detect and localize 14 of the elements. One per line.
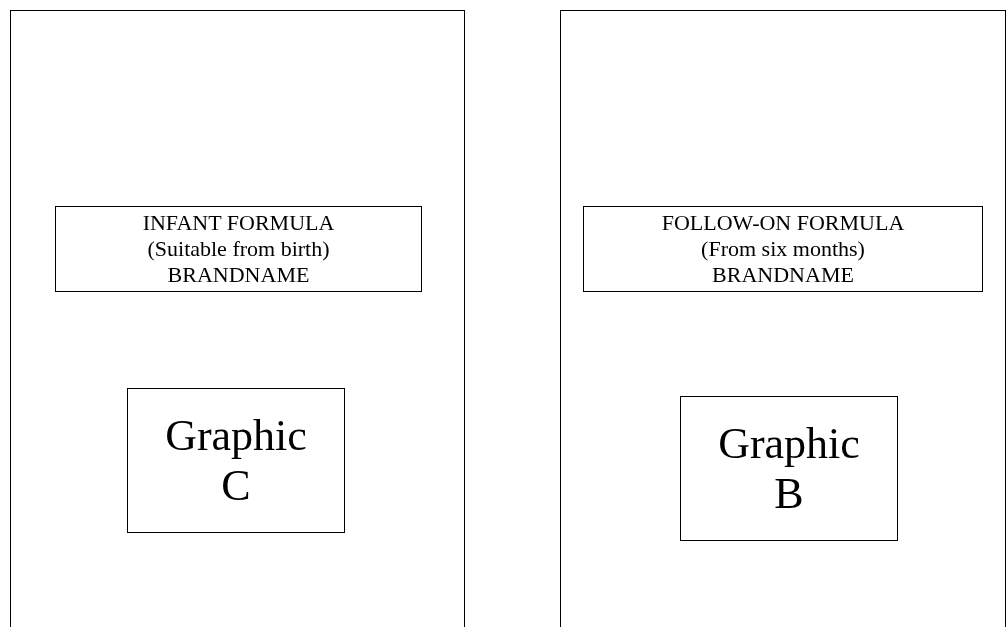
label-text: BRANDNAME: [712, 262, 854, 288]
label-box: [583, 206, 983, 292]
graphic-box: [127, 388, 345, 533]
panel-outline: [10, 10, 465, 627]
label-text: BRANDNAME: [167, 262, 310, 288]
graphic-label: Graphic B: [717, 418, 861, 519]
label-box: [55, 206, 422, 292]
label-text: FOLLOW-ON FORMULA: [661, 210, 905, 236]
label-text: INFANT FORMULA: [142, 210, 335, 236]
label-text: (From six months): [701, 236, 865, 262]
graphic-label: Graphic C: [164, 410, 308, 511]
label-text: (Suitable from birth): [147, 236, 330, 262]
graphic-box: [680, 396, 898, 541]
panel-outline: [560, 10, 1006, 627]
